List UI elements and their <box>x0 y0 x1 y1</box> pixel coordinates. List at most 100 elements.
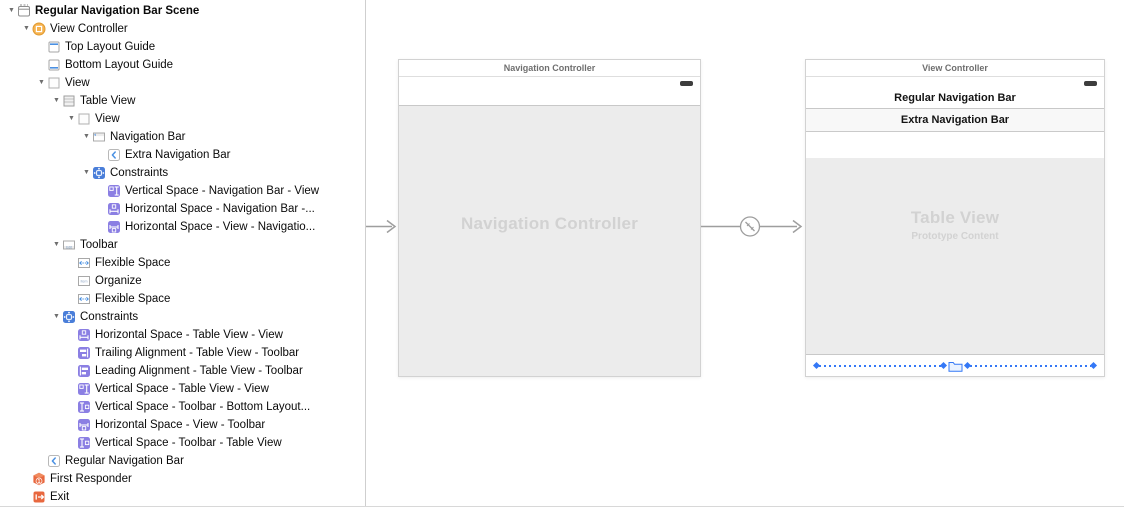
disclosure-triangle[interactable]: ▼ <box>8 7 15 14</box>
disclosure-triangle[interactable]: ▼ <box>83 169 90 176</box>
outline-row[interactable]: Horizontal Space - View - Toolbar <box>0 416 365 434</box>
bottom-layout-guide-icon <box>47 58 61 72</box>
navigation-bar[interactable] <box>399 77 700 106</box>
outline-row-label: Bottom Layout Guide <box>65 59 174 71</box>
view-spacer[interactable] <box>806 132 1104 158</box>
outline-row[interactable]: Horizontal Space - Navigation Bar -... <box>0 200 365 218</box>
navigation-controller-placeholder: Navigation Controller <box>460 214 639 233</box>
svg-text:1: 1 <box>38 479 41 485</box>
organize-folder-icon[interactable] <box>948 360 963 372</box>
navigation-controller-scene[interactable]: Navigation Controller Navigation Control… <box>398 59 701 377</box>
outline-row[interactable]: ▼Navigation Bar <box>0 128 365 146</box>
outline-row[interactable]: Regular Navigation Bar <box>0 452 365 470</box>
outline-row-label: Regular Navigation Bar Scene <box>35 5 200 17</box>
outline-row[interactable]: Top Layout Guide <box>0 38 365 56</box>
outline-row[interactable]: ▼ View <box>0 74 365 92</box>
outline-row-label: Horizontal Space - View - Navigatio... <box>125 221 316 233</box>
outline-row-label: Constraints <box>80 311 139 323</box>
extra-navigation-bar[interactable]: Extra Navigation Bar <box>806 109 1104 132</box>
outline-row-label: Vertical Space - Navigation Bar - View <box>125 185 320 197</box>
outline-row[interactable]: ▼ View <box>0 110 365 128</box>
svg-text:Item: Item <box>81 280 88 284</box>
disclosure-triangle[interactable]: ▼ <box>68 115 75 122</box>
disclosure-triangle[interactable]: ▼ <box>53 241 60 248</box>
scene-header-label[interactable]: Navigation Controller <box>399 60 700 77</box>
battery-icon <box>680 81 693 86</box>
view-controller-scene[interactable]: View Controller Regular Navigation Bar E… <box>805 59 1105 377</box>
outline-row-label: Top Layout Guide <box>65 41 156 53</box>
disclosure-triangle[interactable]: ▼ <box>53 313 60 320</box>
flexible-space-icon <box>77 292 91 306</box>
outline-row[interactable]: ▼ Regular Navigation Bar Scene <box>0 2 365 20</box>
disclosure-triangle[interactable]: ▼ <box>53 97 60 104</box>
constraints-icon <box>62 310 76 324</box>
navigation-item-icon <box>47 454 61 468</box>
flexible-space-dotted-line[interactable] <box>819 364 941 367</box>
outline-row-label: Leading Alignment - Table View - Toolbar <box>95 365 303 377</box>
navigation-controller-content[interactable]: Navigation Controller <box>399 106 700 376</box>
outline-row[interactable]: Vertical Space - Toolbar - Table View <box>0 434 365 452</box>
extra-navigation-bar-title: Extra Navigation Bar <box>900 114 1010 126</box>
outline-row[interactable]: Extra Navigation Bar <box>0 146 365 164</box>
outline-row[interactable]: Vertical Space - Toolbar - Bottom Layout… <box>0 398 365 416</box>
outline-row[interactable]: Vertical Space - Navigation Bar - View <box>0 182 365 200</box>
toolbar-icon: Edit <box>62 238 76 252</box>
outline-row[interactable]: Bottom Layout Guide <box>0 56 365 74</box>
outline-row[interactable]: ▼View Controller <box>0 20 365 38</box>
outline-row-label: Horizontal Space - View - Toolbar <box>95 419 266 431</box>
outline-row[interactable]: Exit <box>0 488 365 506</box>
flexible-space-icon <box>77 256 91 270</box>
navigation-bar[interactable]: Regular Navigation Bar <box>806 77 1104 109</box>
scene-header-label[interactable]: View Controller <box>806 60 1104 77</box>
outline-row-label: Exit <box>50 491 70 503</box>
constraint-vertical-icon <box>77 382 91 396</box>
constraint-vertical-icon <box>107 184 121 198</box>
segue-arrow[interactable] <box>701 216 803 237</box>
outline-row[interactable]: Flexible Space <box>0 254 365 272</box>
svg-text:Edit: Edit <box>66 245 72 249</box>
outline-row-label: Flexible Space <box>95 257 171 269</box>
outline-row[interactable]: ▼Constraints <box>0 164 365 182</box>
constraint-vertical-alt-icon <box>77 400 91 414</box>
document-outline-tree: ▼ Regular Navigation Bar Scene ▼View Contr… <box>0 0 365 506</box>
constraint-trailing-icon <box>77 346 91 360</box>
outline-row-label: Regular Navigation Bar <box>65 455 184 467</box>
disclosure-triangle[interactable]: ▼ <box>23 25 30 32</box>
table-view[interactable]: Table View Prototype Content <box>806 158 1104 354</box>
outline-row[interactable]: Trailing Alignment - Table View - Toolba… <box>0 344 365 362</box>
scene-icon <box>17 4 31 18</box>
navigation-bar-icon <box>92 130 106 144</box>
disclosure-triangle[interactable]: ▼ <box>83 133 90 140</box>
storyboard-entry-point-arrow[interactable] <box>366 219 397 234</box>
outline-row[interactable]: ▼ Table View <box>0 92 365 110</box>
battery-icon <box>1084 81 1097 86</box>
outline-row-label: Trailing Alignment - Table View - Toolba… <box>95 347 300 359</box>
outline-row[interactable]: Flexible Space <box>0 290 365 308</box>
outline-row-label: Table View <box>80 95 136 107</box>
outline-row-label: Flexible Space <box>95 293 171 305</box>
outline-row-label: Horizontal Space - Table View - View <box>95 329 283 341</box>
outline-row[interactable]: Leading Alignment - Table View - Toolbar <box>0 362 365 380</box>
outline-row[interactable]: Horizontal Space - Table View - View <box>0 326 365 344</box>
constraints-icon <box>92 166 106 180</box>
flexible-space-dotted-line[interactable] <box>969 364 1091 367</box>
exit-icon <box>32 490 46 504</box>
segue-circle-icon[interactable] <box>739 216 761 237</box>
constraint-horizontal-icon <box>107 202 121 216</box>
outline-row-label: Extra Navigation Bar <box>125 149 231 161</box>
view-icon <box>47 76 61 90</box>
toolbar[interactable] <box>806 354 1104 376</box>
outline-row-label: View <box>65 77 90 89</box>
outline-row[interactable]: ▼ Constraints <box>0 308 365 326</box>
outline-row[interactable]: Vertical Space - Table View - View <box>0 380 365 398</box>
disclosure-triangle[interactable]: ▼ <box>38 79 45 86</box>
top-layout-guide-icon <box>47 40 61 54</box>
bar-item-icon: Item <box>77 274 91 288</box>
outline-row[interactable]: Horizontal Space - View - Navigatio... <box>0 218 365 236</box>
outline-row-label: Vertical Space - Toolbar - Table View <box>95 437 282 449</box>
outline-row-label: View <box>95 113 120 125</box>
constraint-leading-icon <box>77 364 91 378</box>
